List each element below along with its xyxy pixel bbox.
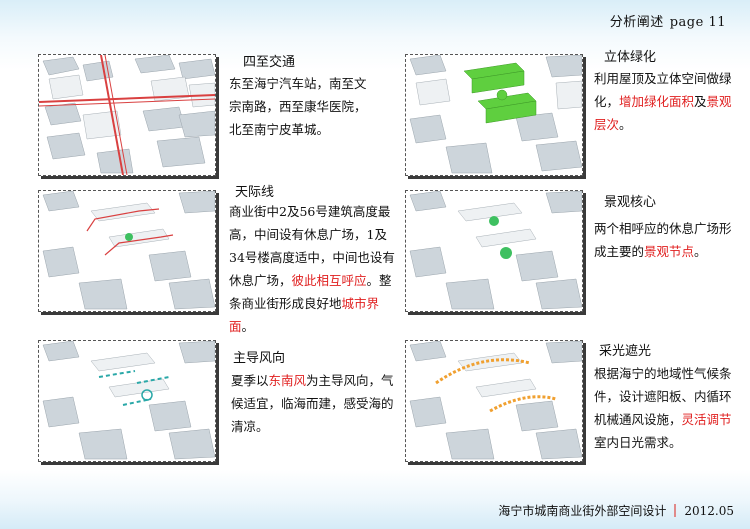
panel-desc-traffic: 东至海宁汽车站，南至文宗南路，西至康华医院，北至南宁皮革城。 bbox=[229, 76, 367, 137]
footer-divider bbox=[674, 504, 677, 517]
panel-title-skyline: 天际线 bbox=[235, 185, 275, 200]
traffic-diagram bbox=[38, 54, 216, 176]
panel-title-wind: 主导风向 bbox=[233, 351, 286, 366]
panel-title-greening: 立体绿化 bbox=[604, 50, 657, 65]
panel-desc-greening: 利用屋顶及立体空间做绿化，增加绿化面积及景观层次。 bbox=[594, 71, 732, 132]
page-number: page 11 bbox=[669, 15, 726, 30]
panel-desc-skyline: 商业街中2及56号建筑高度最高，中间设有休息广场，1及34号楼高度适中，中间也设… bbox=[229, 204, 395, 334]
wind-diagram bbox=[38, 340, 216, 462]
panel-title-landscape-core: 景观核心 bbox=[604, 195, 657, 210]
project-name: 海宁市城南商业街外部空间设计 bbox=[498, 504, 667, 518]
project-date: 2012.05 bbox=[684, 503, 734, 518]
page-header: 分析阐述 page 11 bbox=[610, 11, 726, 30]
skyline-diagram bbox=[38, 190, 216, 312]
panel-desc-daylighting: 根据海宁的地域性气候条件，设计遮阳板、内循环机械通风设施，灵活调节室内日光需求。 bbox=[594, 366, 732, 450]
panel-title-traffic: 四至交通 bbox=[243, 55, 296, 70]
greening-diagram bbox=[405, 54, 583, 176]
panel-title-daylighting: 采光遮光 bbox=[599, 344, 652, 359]
panel-desc-landscape-core: 两个相呼应的休息广场形成主要的景观节点。 bbox=[594, 221, 732, 259]
page-footer: 海宁市城南商业街外部空间设计 2012.05 bbox=[498, 502, 734, 519]
daylighting-diagram bbox=[405, 340, 583, 462]
landscape-core-diagram bbox=[405, 190, 583, 312]
panel-desc-wind: 夏季以东南风为主导风向，气候适宜，临海而建，感受海的清凉。 bbox=[231, 373, 394, 434]
section-title: 分析阐述 bbox=[609, 15, 664, 30]
